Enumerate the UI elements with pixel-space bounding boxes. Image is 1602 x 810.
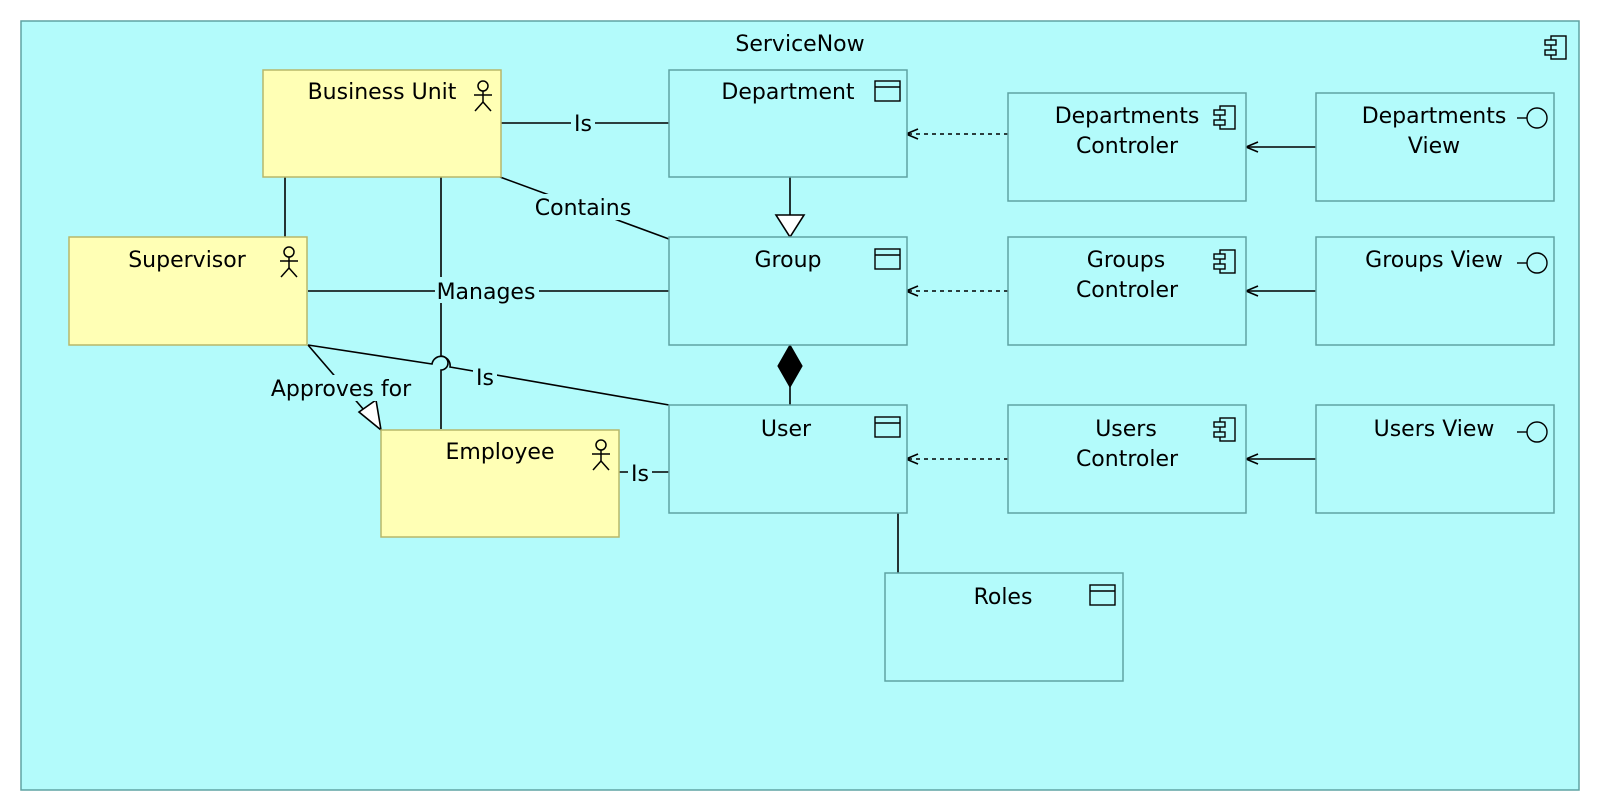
users-controller[interactable]: Users Controler [1007,404,1247,514]
component-icon [1213,105,1236,130]
edge-label-bu-department: Is [574,112,592,137]
specialization-arrowhead [774,214,806,239]
supervisor-actor[interactable]: Supervisor [68,236,308,346]
departments-view-line1: Departments [1362,104,1507,129]
edge-label-supervisor-user: Is [476,366,494,391]
roles-object[interactable]: Roles [884,572,1124,682]
component-icon [1213,417,1236,442]
groups-controller[interactable]: Groups Controler [1007,236,1247,346]
departments-controller-line1: Departments [1055,104,1200,129]
roles-label: Roles [974,585,1033,610]
edge-label-bu-group: Contains [535,196,631,221]
component-icon [1544,35,1567,60]
departments-controller-line2: Controler [1076,134,1179,159]
container-title: ServiceNow [735,32,864,57]
component-icon [1213,249,1236,274]
user-label: User [761,417,812,442]
interface-icon [1517,252,1548,274]
users-controller-line2: Controler [1076,447,1179,472]
actor-icon [474,80,492,112]
actor-icon [592,439,610,471]
supervisor-label: Supervisor [128,248,247,273]
departments-view-line2: View [1408,134,1460,159]
business-unit-label: Business Unit [308,80,457,105]
business-unit-actor[interactable]: Business Unit [262,69,502,178]
users-view[interactable]: Users View [1315,404,1555,514]
actor-icon [280,246,298,278]
groups-controller-line1: Groups [1087,248,1165,273]
group-label: Group [755,248,822,273]
employee-actor[interactable]: Employee [380,429,620,538]
groups-controller-line2: Controler [1076,278,1179,303]
data-object-icon [874,80,901,102]
interface-icon [1517,107,1548,129]
users-view-line1: Users View [1374,417,1495,442]
departments-view[interactable]: Departments View [1315,92,1555,202]
data-object-icon [874,248,901,270]
realization-arrowhead [357,398,383,432]
data-object-icon [874,416,901,438]
data-object-icon [1089,584,1116,606]
edge-label-employee-user: Is [631,462,649,487]
edge-supervisor-user[interactable] [307,344,670,406]
composition-diamond [777,343,803,389]
group-object[interactable]: Group [668,236,908,346]
groups-view-line1: Groups View [1365,248,1503,273]
edge-label-supervisor-employee: Approves for [271,377,412,402]
user-object[interactable]: User [668,404,908,514]
employee-label: Employee [446,440,555,465]
departments-controller[interactable]: Departments Controler [1007,92,1247,202]
department-object[interactable]: Department [668,69,908,178]
edge-label-supervisor-group: Manages [437,280,536,305]
groups-view[interactable]: Groups View [1315,236,1555,346]
department-label: Department [721,80,855,105]
interface-icon [1517,421,1548,443]
users-controller-line1: Users [1095,417,1157,442]
